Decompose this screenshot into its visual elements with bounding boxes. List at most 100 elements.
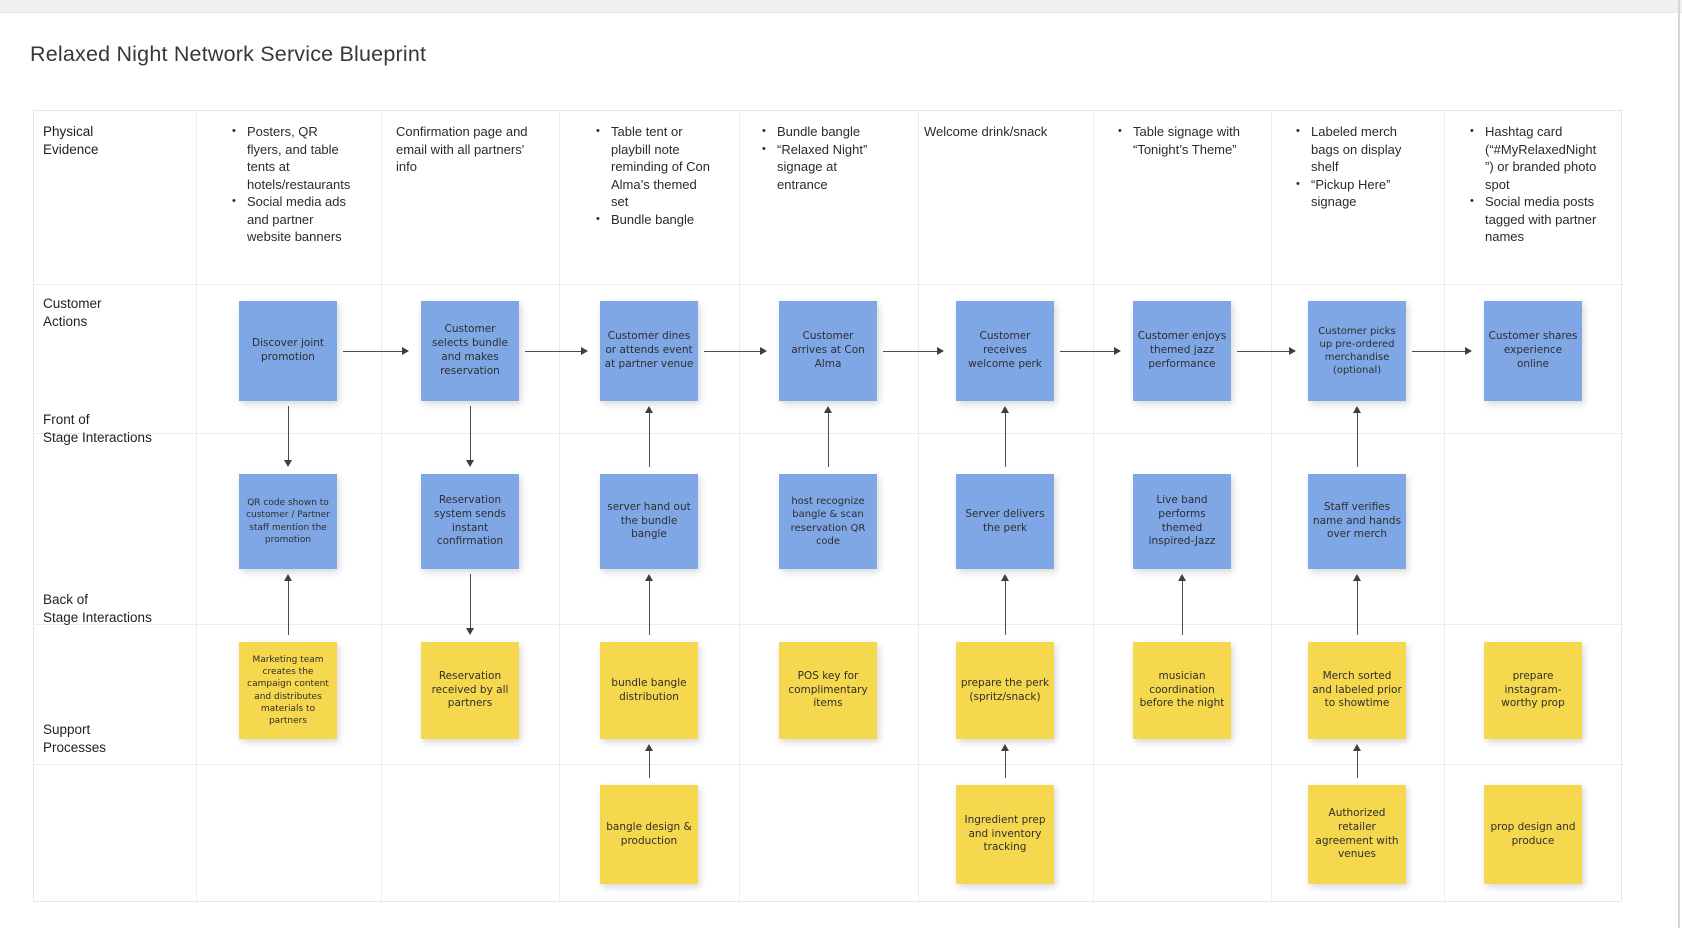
sticky-back-stage-4[interactable]: POS key for complimentary items (779, 642, 877, 739)
sticky-front-stage-6[interactable]: Live band performs themed inspired-Jazz (1133, 474, 1231, 569)
sticky-customer-action-5[interactable]: Customer receives welcome perk (956, 301, 1054, 401)
sticky-back-stage-6[interactable]: musician coordination before the night (1133, 642, 1231, 739)
grid-line (196, 111, 197, 903)
row-label-customer-actions: Customer Actions (43, 295, 193, 331)
sticky-front-stage-2[interactable]: Reservation system sends instant confirm… (421, 474, 519, 569)
arrow-up (1357, 413, 1358, 467)
arrow-right (525, 351, 581, 352)
row-label-line: Support (43, 722, 91, 737)
arrow-up (649, 751, 650, 778)
grid-line (34, 764, 1623, 765)
arrow-up (1357, 581, 1358, 635)
arrow-right-head (402, 347, 409, 355)
sticky-support-8[interactable]: prop design and produce (1484, 785, 1582, 884)
arrow-down (470, 574, 471, 628)
evidence-item: Social media posts tagged with partner n… (1468, 193, 1600, 246)
arrow-right-head (1114, 347, 1121, 355)
row-label-back-of-stage: Back of Stage Interactions (43, 591, 193, 627)
arrow-up-head (1001, 574, 1009, 581)
arrow-right-head (760, 347, 767, 355)
sticky-customer-action-8[interactable]: Customer shares experience online (1484, 301, 1582, 401)
grid-line (1093, 111, 1094, 903)
row-label-support-processes: Support Processes (43, 721, 193, 757)
grid-line (381, 111, 382, 903)
evidence-item: Labeled merch bags on display shelf (1294, 123, 1420, 176)
arrow-up (1182, 581, 1183, 635)
evidence-cell-1[interactable]: Posters, QR flyers, and table tents at h… (230, 123, 352, 246)
grid-line (1444, 111, 1445, 903)
sticky-back-stage-8[interactable]: prepare instagram-worthy prop (1484, 642, 1582, 739)
sticky-support-7[interactable]: Authorized retailer agreement with venue… (1308, 785, 1406, 884)
row-label-line: Evidence (43, 142, 99, 157)
arrow-right-head (937, 347, 944, 355)
row-label-line: Stage Interactions (43, 610, 152, 625)
row-label-physical-evidence: Physical Evidence (43, 123, 193, 159)
arrow-up (1005, 413, 1006, 467)
arrow-up-head (1353, 744, 1361, 751)
sticky-customer-action-1[interactable]: Discover joint promotion (239, 301, 337, 401)
arrow-up-head (284, 574, 292, 581)
evidence-cell-8[interactable]: Hashtag card (“#MyRelaxedNight”) or bran… (1468, 123, 1600, 246)
arrow-up-head (1178, 574, 1186, 581)
sticky-customer-action-4[interactable]: Customer arrives at Con Alma (779, 301, 877, 401)
sticky-customer-action-6[interactable]: Customer enjoys themed jazz performance (1133, 301, 1231, 401)
evidence-cell-6[interactable]: Table signage with “Tonight’s Theme” (1116, 123, 1242, 158)
sticky-support-3[interactable]: bangle design & production (600, 785, 698, 884)
arrow-up-head (1353, 574, 1361, 581)
evidence-cell-5[interactable]: Welcome drink/snack (924, 124, 1048, 139)
arrow-up-head (1001, 406, 1009, 413)
row-label-line: Processes (43, 740, 107, 755)
arrow-right (343, 351, 402, 352)
sticky-back-stage-5[interactable]: prepare the perk (spritz/snack) (956, 642, 1054, 739)
sticky-front-stage-4[interactable]: host recognize bangle & scan reservation… (779, 474, 877, 569)
arrow-up-head (1353, 406, 1361, 413)
sticky-front-stage-5[interactable]: Server delivers the perk (956, 474, 1054, 569)
sticky-customer-action-7[interactable]: Customer picks up pre-ordered merchandis… (1308, 301, 1406, 401)
page-title[interactable]: Relaxed Night Network Service Blueprint (30, 42, 427, 66)
evidence-item: “Relaxed Night” signage at entrance (760, 141, 886, 194)
grid-line (918, 111, 919, 903)
evidence-cell-2[interactable]: Confirmation page and email with all par… (396, 124, 528, 174)
arrow-down (470, 406, 471, 460)
sticky-front-stage-1[interactable]: QR code shown to customer / Partner staf… (239, 474, 337, 569)
sticky-back-stage-3[interactable]: bundle bangle distribution (600, 642, 698, 739)
arrow-up-head (1001, 744, 1009, 751)
sticky-back-stage-7[interactable]: Merch sorted and labeled prior to showti… (1308, 642, 1406, 739)
sticky-support-5[interactable]: Ingredient prep and inventory tracking (956, 785, 1054, 884)
arrow-right (1412, 351, 1465, 352)
evidence-cell-3[interactable]: Table tent or playbill note reminding of… (594, 123, 716, 228)
sticky-back-stage-1[interactable]: Marketing team creates the campaign cont… (239, 642, 337, 739)
arrow-right-head (1289, 347, 1296, 355)
evidence-item: Table signage with “Tonight’s Theme” (1116, 123, 1242, 158)
grid-line (34, 624, 1623, 625)
evidence-item: Posters, QR flyers, and table tents at h… (230, 123, 352, 193)
sticky-back-stage-2[interactable]: Reservation received by all partners (421, 642, 519, 739)
row-label-front-of-stage: Front of Stage Interactions (43, 411, 193, 447)
arrow-right-head (1465, 347, 1472, 355)
grid-line (559, 111, 560, 903)
sticky-customer-action-2[interactable]: Customer selects bundle and makes reserv… (421, 301, 519, 401)
sticky-front-stage-3[interactable]: server hand out the bundle bangle (600, 474, 698, 569)
arrow-up-head (824, 406, 832, 413)
row-label-line: Physical (43, 124, 94, 139)
arrow-down-head (466, 628, 474, 635)
row-label-line: Front of (43, 412, 90, 427)
evidence-item: Hashtag card (“#MyRelaxedNight”) or bran… (1468, 123, 1600, 193)
row-label-line: Back of (43, 592, 89, 607)
arrow-up (288, 581, 289, 635)
arrow-up (649, 413, 650, 467)
blueprint-table: Physical Evidence Customer Actions Front… (33, 110, 1623, 903)
arrow-up-head (645, 744, 653, 751)
arrow-up (649, 581, 650, 635)
grid-line (1271, 111, 1272, 903)
evidence-cell-4[interactable]: Bundle bangle “Relaxed Night” signage at… (760, 123, 886, 193)
arrow-up (828, 413, 829, 467)
sticky-customer-action-3[interactable]: Customer dines or attends event at partn… (600, 301, 698, 401)
evidence-item: Table tent or playbill note reminding of… (594, 123, 716, 211)
evidence-item: Social media ads and partner website ban… (230, 193, 352, 246)
sticky-front-stage-7[interactable]: Staff verifies name and hands over merch (1308, 474, 1406, 569)
grid-line (739, 111, 740, 903)
evidence-cell-7[interactable]: Labeled merch bags on display shelf “Pic… (1294, 123, 1420, 211)
row-label-line: Customer (43, 296, 102, 311)
